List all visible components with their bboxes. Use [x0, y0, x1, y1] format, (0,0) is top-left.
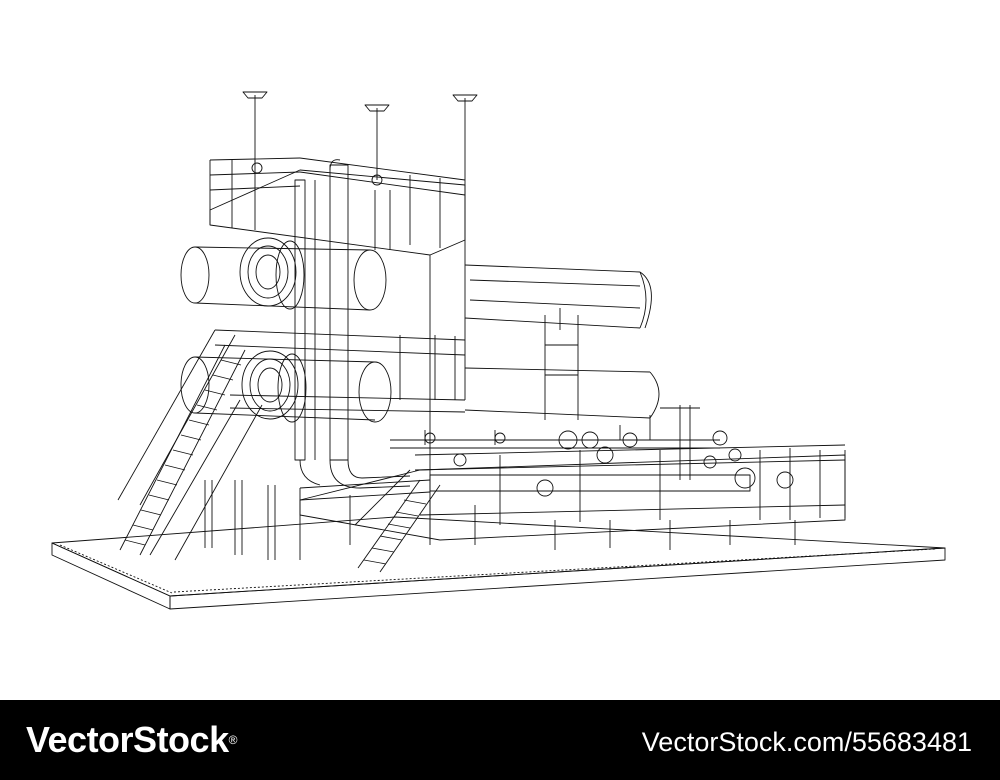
watermark-footer: VectorStock® VectorStock.com/55683481: [0, 700, 1000, 780]
pipe-elbows: [299, 459, 411, 489]
support-legs: [204, 480, 796, 560]
base-slab: [51, 516, 946, 610]
column-pipes: [294, 159, 391, 461]
wireframe-illustration: [51, 91, 946, 610]
left-staircase: [117, 329, 263, 561]
brand-logo: VectorStock®: [26, 718, 237, 762]
antenna-masts: [242, 91, 478, 186]
brand-name: VectorStock: [26, 719, 229, 760]
mid-platform: [214, 329, 466, 413]
valves-flanges: [424, 415, 794, 497]
mid-horizontal-vessel: [464, 367, 660, 419]
registered-mark: ®: [228, 733, 238, 747]
skid-pipes: [299, 405, 751, 501]
plant-wireframe-icon: [51, 91, 946, 610]
upper-left-vessel: [180, 237, 387, 311]
lower-left-vessel: [180, 350, 392, 423]
stock-image-id: VectorStock.com/55683481: [641, 727, 972, 757]
long-horizontal-vessel: [464, 264, 652, 420]
center-staircase: [354, 469, 441, 573]
top-platform: [209, 157, 466, 540]
lower-skid: [299, 444, 846, 541]
